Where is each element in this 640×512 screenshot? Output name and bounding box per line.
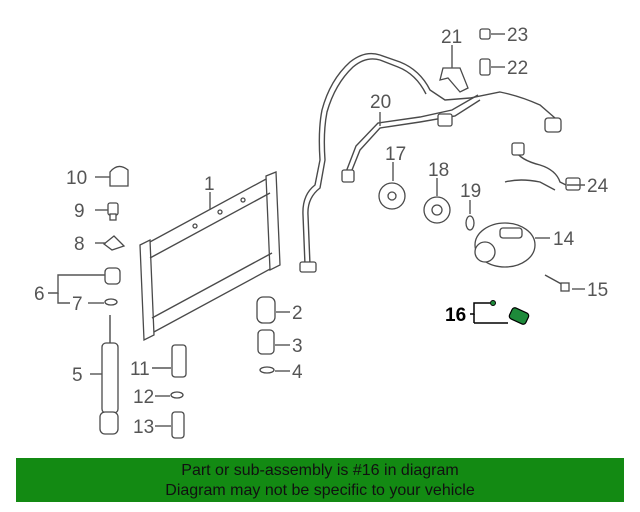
part-2-mount xyxy=(256,296,276,324)
part-info-banner: Part or sub-assembly is #16 in diagram D… xyxy=(16,458,624,502)
callout-1: 1 xyxy=(204,174,215,195)
condenser-part-1 xyxy=(139,171,281,342)
part-9-bolt xyxy=(107,202,119,221)
callout-17: 17 xyxy=(385,144,406,165)
callout-23: 23 xyxy=(507,25,528,46)
part-23-cap xyxy=(479,28,491,40)
part-15-bolt xyxy=(544,274,570,292)
callout-19: 19 xyxy=(460,181,481,202)
banner-line-part: Part or sub-assembly is #16 in diagram xyxy=(181,462,459,479)
part-11-switch xyxy=(171,344,187,378)
part-17-clutch-plate xyxy=(378,182,406,210)
callout-16[interactable]: 16 xyxy=(445,305,466,326)
part-13-valve xyxy=(171,411,185,439)
part-19-ring xyxy=(465,215,475,231)
callout-21: 21 xyxy=(441,27,462,48)
callout-2: 2 xyxy=(292,303,303,324)
part-16-highlighted[interactable] xyxy=(490,300,530,326)
leader-lines xyxy=(48,33,585,427)
compressor-part-14 xyxy=(474,222,536,268)
parts-diagram: 1 2 3 4 5 6 7 8 9 10 11 12 13 14 15 16 1… xyxy=(34,25,609,439)
part-7-oring xyxy=(104,298,118,306)
part-10-bracket xyxy=(109,165,129,187)
callout-labels: 1 2 3 4 5 6 7 8 9 10 11 12 13 14 15 16 1… xyxy=(34,25,609,438)
callout-4: 4 xyxy=(292,362,303,383)
part-4-oring xyxy=(259,366,275,374)
part-18-pulley xyxy=(423,196,451,224)
part-8-clip xyxy=(102,235,126,251)
banner-line-disclaimer: Diagram may not be specific to your vehi… xyxy=(165,482,475,499)
callout-7: 7 xyxy=(72,294,83,315)
callout-22: 22 xyxy=(507,58,528,79)
callout-6: 6 xyxy=(34,284,45,305)
callout-8: 8 xyxy=(74,234,85,255)
callout-9: 9 xyxy=(74,201,85,222)
callout-24: 24 xyxy=(587,176,609,197)
receiver-drier-part-5 xyxy=(99,315,119,435)
part-22-valve xyxy=(479,58,491,76)
part-12-oring xyxy=(170,391,184,399)
callout-14: 14 xyxy=(553,229,575,250)
callout-20: 20 xyxy=(370,92,391,113)
part-3-mount xyxy=(257,329,275,355)
callout-13: 13 xyxy=(133,417,154,438)
ac-hose-lines xyxy=(299,52,581,273)
callout-5: 5 xyxy=(72,365,83,386)
callout-10: 10 xyxy=(66,168,87,189)
part-21-bracket xyxy=(439,67,469,93)
callout-18: 18 xyxy=(428,160,449,181)
callout-3: 3 xyxy=(292,336,303,357)
callout-15: 15 xyxy=(587,280,608,301)
callout-12: 12 xyxy=(133,387,154,408)
part-6-cap xyxy=(104,267,121,285)
callout-11: 11 xyxy=(130,359,150,380)
